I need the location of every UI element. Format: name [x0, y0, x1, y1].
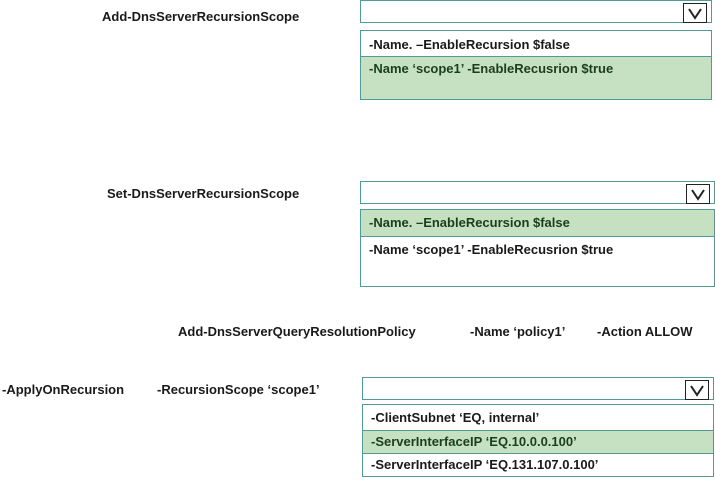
dropdown-option-selected[interactable]: -ServerInterfaceIP ‘EQ.10.0.0.100’ [363, 430, 713, 453]
command-label-add-recursion-scope: Add-DnsServerRecursionScope [102, 9, 300, 24]
dropdown-options-list: -Name. –EnableRecursion $false -Name ‘sc… [360, 30, 712, 100]
recursion-scope-label: -RecursionScope ‘scope1’ [157, 382, 320, 397]
dropdown-header[interactable] [362, 377, 714, 400]
dropdown-toggle-button[interactable] [683, 3, 707, 23]
apply-on-recursion-label: -ApplyOnRecursion [2, 382, 125, 397]
policy-action-param: -Action ALLOW [597, 324, 693, 339]
chevron-down-icon [688, 8, 702, 20]
dropdown-add-recursion-scope[interactable]: -Name. –EnableRecursion $false -Name ‘sc… [360, 0, 712, 100]
dropdown-header[interactable] [360, 181, 715, 204]
dropdown-policy-criteria[interactable]: -ClientSubnet ‘EQ, internal’ -ServerInte… [362, 377, 714, 477]
dropdown-option[interactable]: -Name ‘scope1’ -EnableRecusrion $true [361, 236, 714, 286]
dropdown-header[interactable] [360, 0, 712, 23]
chevron-down-icon [690, 385, 704, 397]
dropdown-toggle-button[interactable] [685, 380, 709, 400]
policy-name-param: -Name ‘policy1’ [470, 324, 566, 339]
dropdown-option[interactable]: -Name. –EnableRecursion $false [369, 37, 570, 52]
policy-command-label: Add-DnsServerQueryResolutionPolicy [178, 324, 416, 339]
dropdown-options-list: -Name. –EnableRecursion $false -Name ‘sc… [360, 209, 715, 287]
chevron-down-icon [691, 189, 705, 201]
command-label-set-recursion-scope: Set-DnsServerRecursionScope [107, 186, 300, 201]
dropdown-option-selected[interactable]: -Name ‘scope1’ -EnableRecusrion $true [361, 56, 711, 99]
dropdown-toggle-button[interactable] [686, 184, 710, 204]
dropdown-options-list: -ClientSubnet ‘EQ, internal’ -ServerInte… [362, 404, 714, 477]
dropdown-option[interactable]: -ClientSubnet ‘EQ, internal’ [371, 410, 540, 425]
dropdown-set-recursion-scope[interactable]: -Name. –EnableRecursion $false -Name ‘sc… [360, 181, 715, 287]
dropdown-option[interactable]: -ServerInterfaceIP ‘EQ.131.107.0.100’ [363, 453, 713, 476]
dropdown-option-selected[interactable]: -Name. –EnableRecursion $false [361, 210, 714, 236]
